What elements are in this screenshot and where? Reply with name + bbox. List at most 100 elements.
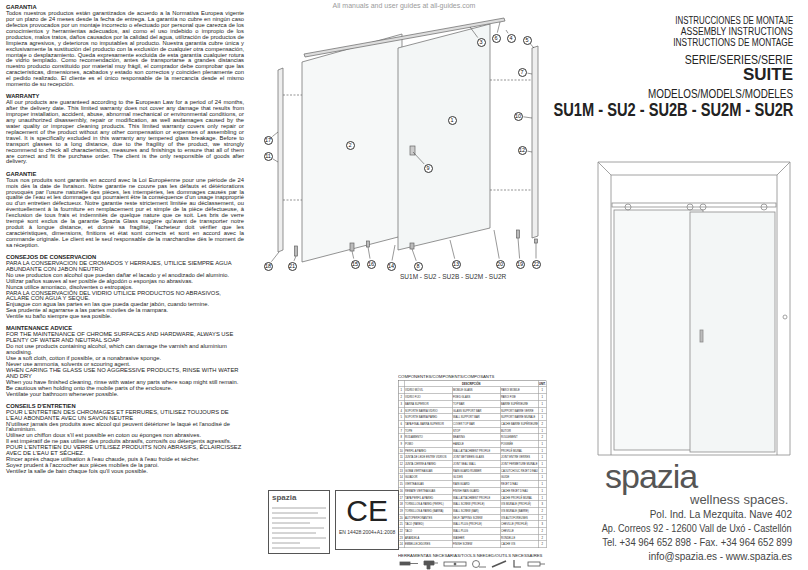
table-cell: ARANDELA bbox=[405, 534, 453, 541]
body-text: When you have finished cleaning, rinse w… bbox=[6, 378, 244, 384]
tool-icons bbox=[400, 560, 545, 569]
table-cell: CACHE VIS bbox=[501, 541, 539, 548]
table-cell: WALL ATTACHMENT PROFILE bbox=[453, 447, 501, 454]
models-heading: MODELOS/MODELS/MODELES bbox=[648, 87, 793, 101]
section-heading: MAINTENANCE ADVICE bbox=[6, 325, 244, 331]
callout-number: 16 bbox=[367, 260, 376, 269]
table-cell: 2 bbox=[539, 508, 547, 515]
drawing-caption: SU1M - SU2 - SU2B - SU2M - SU2R bbox=[400, 273, 506, 280]
table-cell: RAIN GUARD bbox=[453, 481, 501, 488]
table-cell: EMBELLECEDORES bbox=[405, 541, 453, 548]
table-cell: PAROI FIXE bbox=[501, 394, 539, 401]
table-cell: RODAMIENTO bbox=[405, 434, 453, 441]
small-part bbox=[367, 241, 370, 247]
wall-profile bbox=[278, 68, 283, 252]
table-cell: 1 bbox=[539, 414, 547, 421]
title: INSTRUCCIONES DE MONTAJE bbox=[675, 15, 793, 26]
table-cell: 1 bbox=[539, 454, 547, 461]
callout-number: 10 bbox=[514, 112, 523, 121]
table-cell: WALL SUPPORT BAR bbox=[453, 414, 501, 421]
series-heading: SERIE/SERIES/SERIE bbox=[685, 53, 793, 67]
node-text: EN 14428:2004+A1:2008 bbox=[339, 529, 395, 535]
table-cell: 2 bbox=[539, 541, 547, 548]
callout-number: 21 bbox=[288, 262, 297, 271]
components-table: COMPONENTES/COMPONENTS/COMPOSANTSDESCRIP… bbox=[398, 374, 546, 548]
callout-number: 22 bbox=[532, 260, 541, 269]
table-cell: GLIDES bbox=[453, 474, 501, 481]
body-text: PARA LA CONSERVACION DE CROMADOS Y HERRA… bbox=[6, 260, 244, 272]
callout-number: 6 bbox=[492, 34, 501, 43]
table-cell: STOP bbox=[453, 427, 501, 434]
body-text: PARA LA CONSERVACIÓN DEL VIDRIO UTILICE … bbox=[6, 289, 244, 301]
warranty-column: GARANTIATodos nuestros productos están g… bbox=[6, 4, 244, 474]
table-cell: SUPPORT BARRE VERRE bbox=[501, 407, 539, 414]
table-cell: WASHER bbox=[453, 534, 501, 541]
table-cell: JOINT BETWEEN GLASS bbox=[453, 454, 501, 461]
address-line: info@spazia.es - www.spazia.es bbox=[648, 551, 792, 562]
table-cell: 2 bbox=[539, 421, 547, 428]
body-text: FOR THE MAINTENANCE OF CHROME SURFACES A… bbox=[6, 331, 244, 343]
table-cell: CHEVILLE (PROFILÉ) bbox=[501, 521, 539, 528]
callout-number: 15 bbox=[351, 260, 360, 269]
body-text: Use a soft cloth, cotton if possible, or… bbox=[6, 355, 244, 361]
table-cell: RAIN GUARD RUBBER bbox=[453, 468, 501, 475]
table-cell: 1 bbox=[539, 427, 547, 434]
table-cell: SUPPORT BARRE MURALE bbox=[501, 414, 539, 421]
body-text: Soyez prudent à l'accrocher aux pièces m… bbox=[6, 462, 244, 468]
table-cell: FINISH SCREW bbox=[453, 541, 501, 548]
body-text: Be cautious when holding onto the mobile… bbox=[6, 384, 244, 390]
table-cell: SOPORTE BARRA VIDRIO bbox=[405, 407, 453, 414]
table-cell: WALL SCREW (BAR) bbox=[453, 508, 501, 515]
small-part bbox=[410, 243, 414, 249]
table-cell: CHEVILLE bbox=[501, 528, 539, 535]
table-cell: COVER TOP BAR bbox=[453, 421, 501, 428]
callout-number: 2 bbox=[346, 141, 355, 150]
table-cell: 1 bbox=[539, 461, 547, 468]
table-cell: TAPA FINAL BARRA SUPERIOR bbox=[405, 421, 453, 428]
table-cell: GLASS SUPPORT BAR bbox=[453, 407, 501, 414]
table-cell: 2 bbox=[539, 528, 547, 535]
body-text: Il est impératif de ne pas utiliser des … bbox=[6, 438, 244, 444]
table-cell: TORNILLOS A PARED (PERFIL) bbox=[405, 501, 453, 508]
table-header: DESCRIPCIÓN bbox=[405, 381, 539, 388]
table-cell: 1 bbox=[539, 468, 547, 475]
table-cell: FIXED GLASS bbox=[453, 394, 501, 401]
table-cell: TACO bbox=[405, 528, 453, 535]
table-cell: 2 bbox=[539, 434, 547, 441]
body-text: Sea prudente al agarrarse a las partes m… bbox=[6, 307, 244, 313]
address-line: Tel. +34 964 652 898 - Fax. +34 964 652 … bbox=[602, 537, 792, 548]
table-cell: SOPORTE BARRA PARED bbox=[405, 414, 453, 421]
ce-mark: CEEN 14428:2004+A1:2008 bbox=[335, 490, 399, 550]
table-cell: TORNILLOS A PARED (BARRA) bbox=[405, 508, 453, 515]
callout-number: 3 bbox=[477, 38, 486, 47]
table-cell: VIDRIO MÓVIL bbox=[405, 387, 453, 394]
product-label: spazia bbox=[268, 490, 330, 554]
callout-number: 19 bbox=[516, 260, 525, 269]
body-text: WHEN CARING THE GLASS USE NO AGGRESSIVE … bbox=[6, 367, 244, 379]
table-cell: POIGNÉE bbox=[501, 441, 539, 448]
small-part bbox=[535, 239, 538, 243]
table-cell: 1 bbox=[539, 441, 547, 448]
subtitle: ASSEMBLY INSTRUCTIONS bbox=[681, 26, 793, 37]
callout-number: 14 bbox=[387, 262, 396, 271]
section-heading: GARANTIE bbox=[6, 171, 244, 177]
table-cell: 1 bbox=[539, 407, 547, 414]
label-lines bbox=[272, 508, 326, 548]
table-cell: JOINT SEAL WALL bbox=[453, 461, 501, 468]
section-heading: CONSEJOS DE CONSERVACION bbox=[6, 254, 244, 260]
callout-number: 1 bbox=[448, 116, 457, 125]
assembly-line bbox=[490, 80, 532, 81]
table-cell: 1 bbox=[539, 394, 547, 401]
table-cell: CACHE PROFILÉ MURAL bbox=[501, 494, 539, 501]
body-text: Tous nos produits sont garantis en accor… bbox=[6, 176, 244, 247]
exploded-view bbox=[278, 18, 538, 262]
node-title: CE bbox=[339, 493, 395, 529]
callout-number: 5 bbox=[523, 36, 532, 45]
table-cell: 3 bbox=[539, 521, 547, 528]
table-cell: VIDRIO FIJO bbox=[405, 394, 453, 401]
callout-number: 7 bbox=[518, 68, 527, 77]
table-cell: JOINT FERMETURE MURALE bbox=[501, 461, 539, 468]
assembly-line bbox=[283, 95, 302, 96]
table-cell: 1 bbox=[539, 387, 547, 394]
section-heading: GARANTIA bbox=[6, 4, 244, 10]
